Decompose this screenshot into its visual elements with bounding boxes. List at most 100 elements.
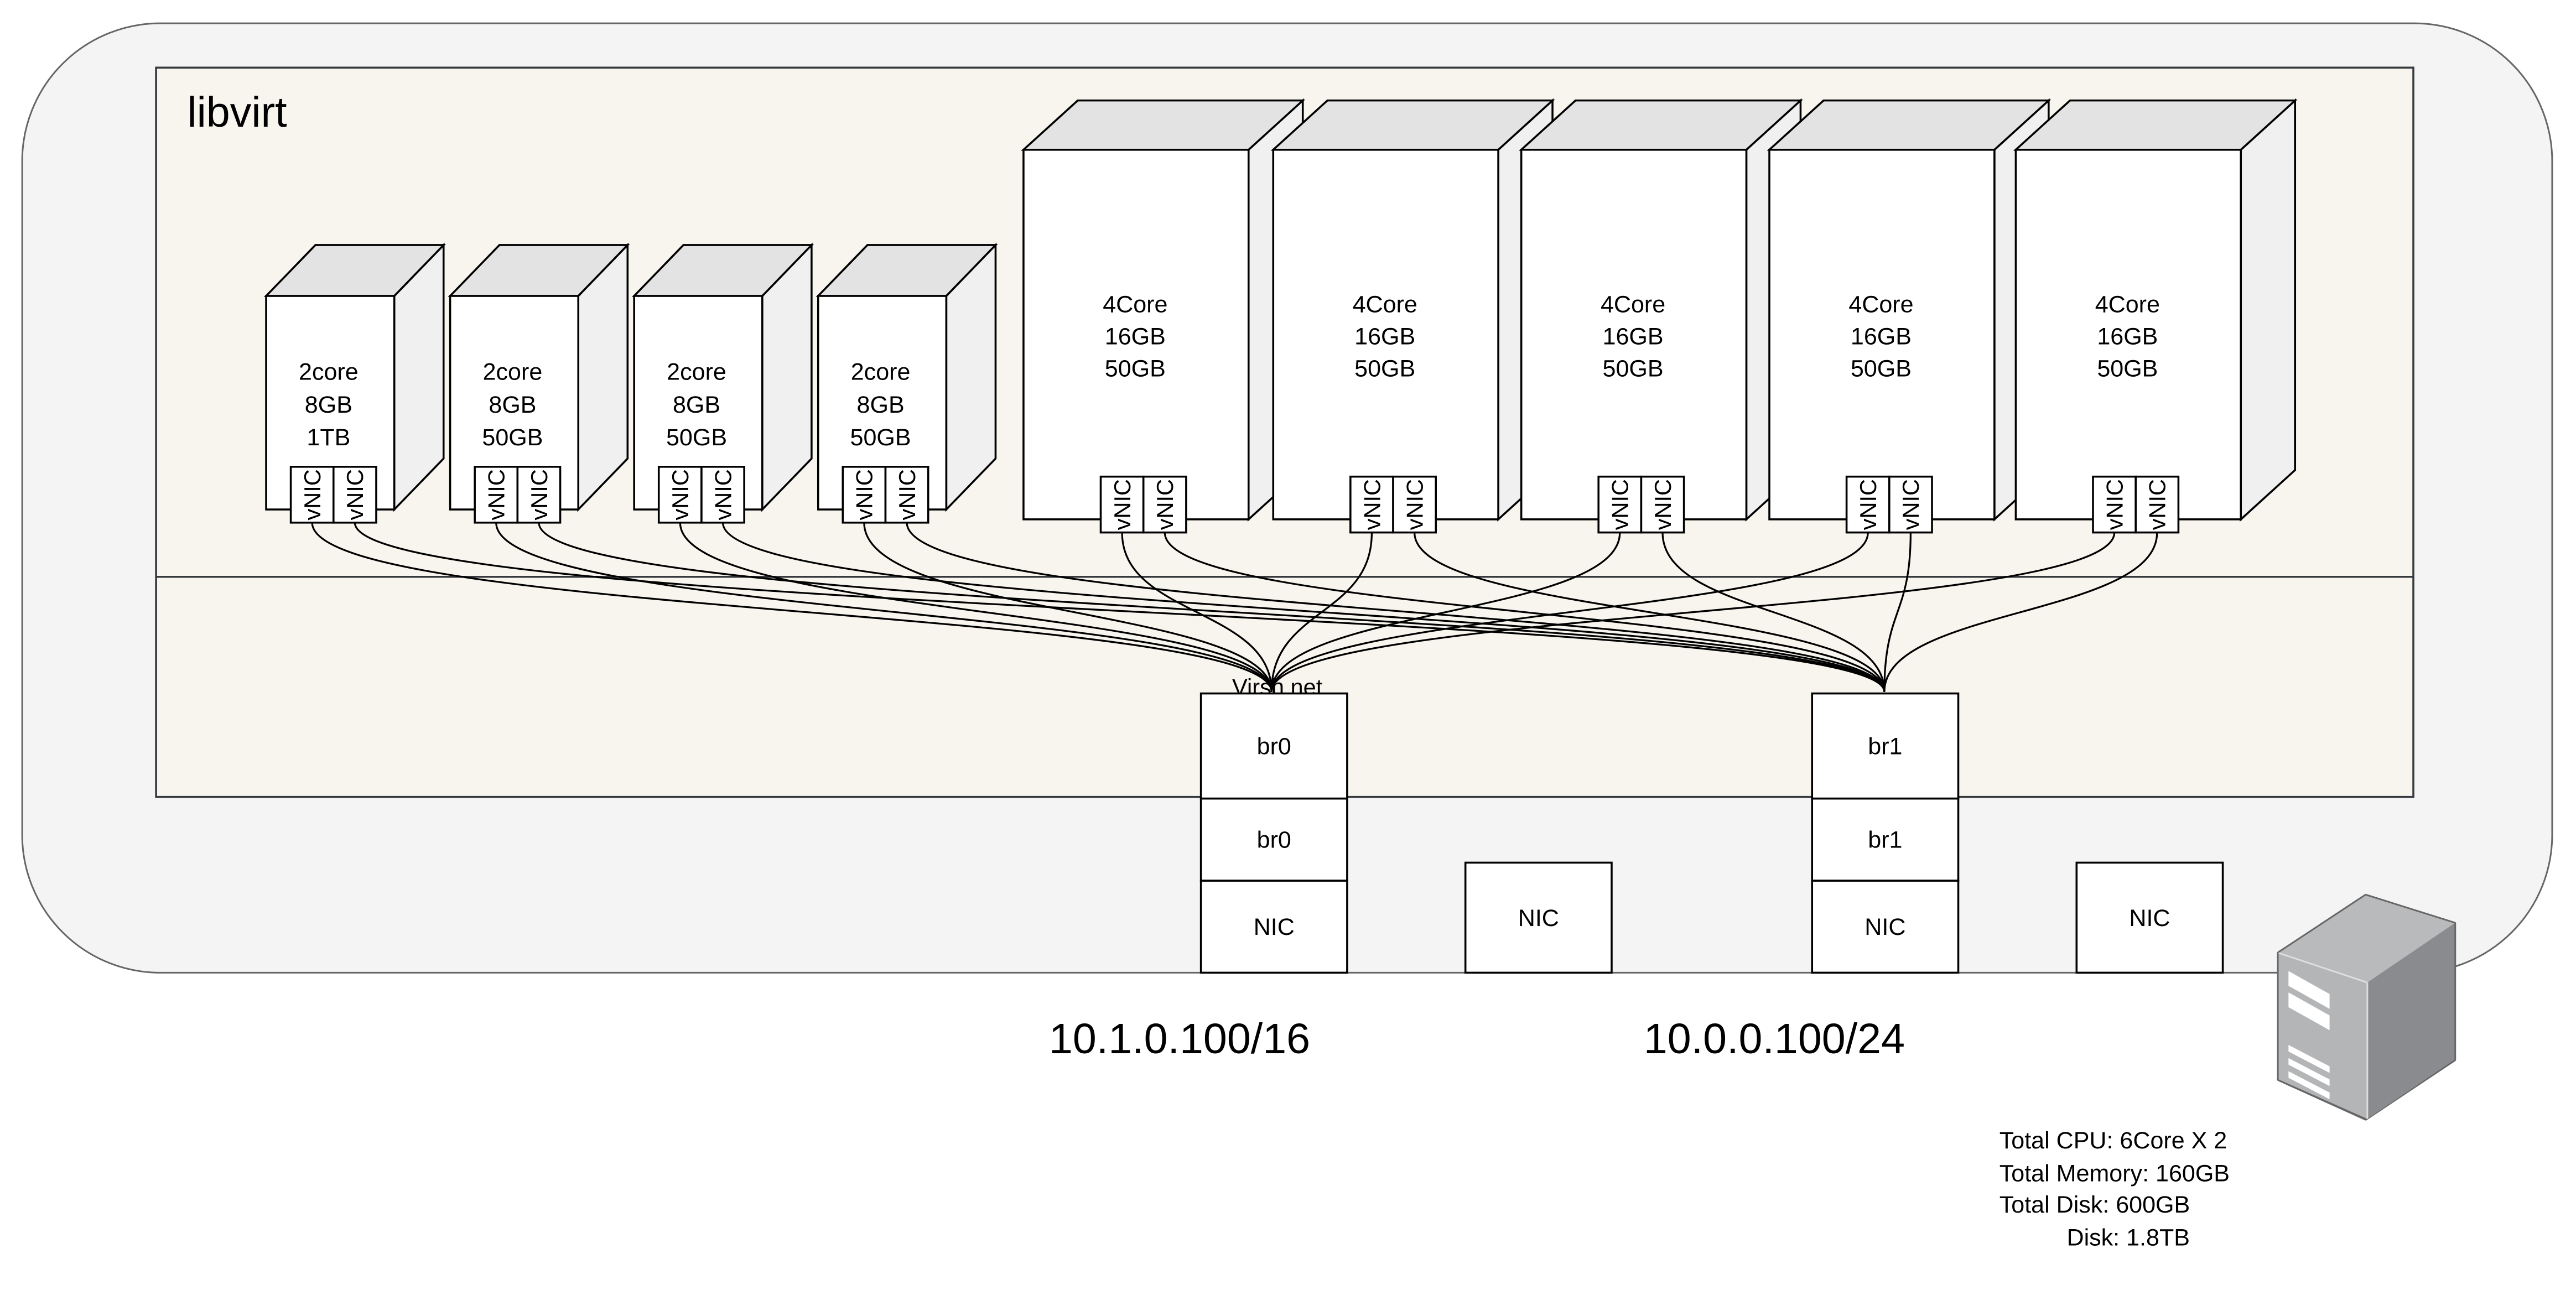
vnic-port[interactable]: vNIC <box>1349 475 1394 534</box>
vnic-port[interactable]: vNIC <box>1640 475 1685 534</box>
vm-spec-line: 50GB <box>1105 356 1166 382</box>
vnic-port[interactable]: vNIC <box>516 466 562 524</box>
vm-spec-line: 4Core <box>2095 292 2160 318</box>
vnic-wire <box>1270 532 1621 692</box>
vnic-port[interactable]: vNIC <box>1597 475 1643 534</box>
server-tower-icon <box>2277 893 2456 1121</box>
vnic-wire <box>538 522 1886 692</box>
nic-box[interactable]: NIC <box>2075 861 2224 974</box>
virtual-bridge-box[interactable]: br0 <box>1199 692 1348 800</box>
nic-box[interactable]: NIC <box>1464 861 1613 974</box>
virtual-bridge-label: br0 <box>1257 733 1291 760</box>
vm-spec-line: 4Core <box>1848 292 1913 318</box>
vm-front-face <box>1768 148 1996 521</box>
wires <box>311 522 2158 692</box>
vnic-port[interactable]: vNIC <box>2092 475 2137 534</box>
vnic-wire <box>1414 532 1886 692</box>
virtual-bridge-label: br1 <box>1868 733 1902 760</box>
host-specs: Total CPU: 6Core X 2 Total Memory: 160GB… <box>1999 1127 2230 1251</box>
vnic-port[interactable]: vNIC <box>1099 475 1145 534</box>
vnic-port[interactable]: vNIC <box>333 466 377 524</box>
vm-spec-line: 8GB <box>305 392 352 418</box>
vm-spec-line: 8GB <box>673 392 720 418</box>
ip-address-label: 10.1.0.100/16 <box>1049 1015 1310 1063</box>
vm-spec-line: 16GB <box>1354 324 1415 350</box>
vnic-label: vNIC <box>1109 479 1135 530</box>
vnic-wire <box>1121 532 1273 692</box>
vm-spec-line: 50GB <box>1603 356 1664 382</box>
vnic-port[interactable]: vNIC <box>1392 475 1437 534</box>
vm-spec-line: 1TB <box>307 424 350 451</box>
vnic-wire <box>495 522 1273 692</box>
vnic-label: vNIC <box>851 469 877 520</box>
vnic-port[interactable]: vNIC <box>657 466 703 524</box>
vnic-port[interactable]: vNIC <box>2134 475 2180 534</box>
nic-box[interactable]: NIC <box>1811 880 1960 974</box>
vm-spec-line: 2core <box>851 358 911 385</box>
vnic-port[interactable]: vNIC <box>1845 475 1891 534</box>
vm-spec-line: 4Core <box>1353 292 1417 318</box>
spec-line: Total Memory: 160GB <box>1999 1161 2230 1187</box>
vm-spec-line: 50GB <box>482 424 543 451</box>
vm-spec-line: 50GB <box>2097 356 2158 382</box>
virtual-bridge-box[interactable]: br1 <box>1811 692 1960 800</box>
vnic-label: vNIC <box>342 469 368 520</box>
standalone-nic[interactable]: NIC <box>2075 861 2224 974</box>
vnic-port[interactable]: vNIC <box>842 466 887 524</box>
network-stacks: br0br0NIC10.1.0.100/16NICbr1br1NIC10.0.0… <box>1049 692 2224 1063</box>
vnic-wire <box>1270 532 1869 692</box>
vm-front-face <box>1272 148 1499 521</box>
small-vm[interactable]: 2core 8GB 1TB vNIC vNIC <box>263 242 446 524</box>
vnic-port[interactable]: vNIC <box>700 466 745 524</box>
vnic-wire <box>1270 532 1373 692</box>
vm-spec-line: 8GB <box>489 392 536 418</box>
libvirt-label: libvirt <box>188 89 287 136</box>
vnic-label: vNIC <box>894 469 920 520</box>
vm-spec-line: 2core <box>299 358 359 385</box>
vm-front-face <box>2014 148 2242 521</box>
vnic-port[interactable]: vNIC <box>884 466 929 524</box>
vm-spec-line: 8GB <box>857 392 905 418</box>
small-vm[interactable]: 2core 8GB 50GB vNIC vNIC <box>816 242 998 524</box>
vnic-label: vNIC <box>667 469 693 520</box>
vm-spec-line: 16GB <box>1603 324 1664 350</box>
vnic-wire <box>1270 532 2116 692</box>
vm-spec-line: 16GB <box>1105 324 1166 350</box>
vnic-label: vNIC <box>1401 479 1427 530</box>
nic-box[interactable]: NIC <box>1199 880 1348 974</box>
vm-spec-line: 2core <box>483 358 543 385</box>
vm-spec-line: 50GB <box>850 424 911 451</box>
large-vm[interactable]: 4Core 16GB 50GB vNIC vNIC <box>1021 98 1306 534</box>
vm-spec-line: 4Core <box>1103 292 1167 318</box>
host-bridge-box[interactable]: br0 <box>1199 797 1348 882</box>
vm-side-face <box>2240 98 2297 522</box>
host-bridge-label: br1 <box>1868 827 1902 854</box>
vnic-port[interactable]: vNIC <box>474 466 519 524</box>
vnic-label: vNIC <box>484 469 510 520</box>
vnic-label: vNIC <box>1650 479 1676 530</box>
vnic-wire <box>311 522 1273 692</box>
vnic-port[interactable]: vNIC <box>289 466 335 524</box>
vnic-port[interactable]: vNIC <box>1142 475 1187 534</box>
vnic-label: vNIC <box>1607 479 1633 530</box>
vnic-label: vNIC <box>1152 479 1178 530</box>
vnic-label: vNIC <box>1359 479 1385 530</box>
standalone-nic[interactable]: NIC <box>1464 861 1613 974</box>
vnic-wire <box>1164 532 1886 692</box>
vm-spec-line: 50GB <box>1851 356 1912 382</box>
vnic-label: vNIC <box>1855 479 1881 530</box>
vnic-wire <box>679 522 1273 692</box>
vnic-port[interactable]: vNIC <box>1888 475 1933 534</box>
host-bridge-box[interactable]: br1 <box>1811 797 1960 882</box>
nic-label: NIC <box>1865 914 1905 940</box>
vnic-label: vNIC <box>2101 479 2127 530</box>
